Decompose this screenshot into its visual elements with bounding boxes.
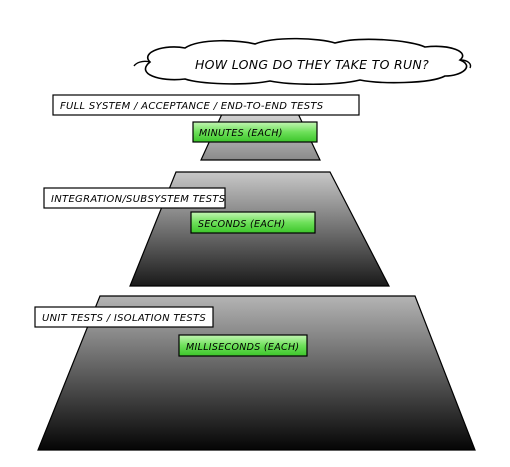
tier-name-box bbox=[34, 306, 214, 328]
tier-shape-bottom bbox=[37, 295, 476, 451]
duration-badge-box bbox=[192, 121, 318, 143]
duration-badge-box bbox=[178, 334, 308, 357]
pyramid bbox=[37, 102, 476, 451]
tier-name-box bbox=[52, 94, 360, 116]
duration-badge-middle: SECONDS (EACH) bbox=[198, 219, 286, 230]
duration-badge-top: MINUTES (EACH) bbox=[199, 128, 283, 139]
tier-label-group-middle: INTEGRATION/SUBSYSTEM TESTS SECONDS (EAC… bbox=[43, 187, 316, 234]
cloud-tail-left bbox=[133, 60, 151, 67]
duration-badge-box bbox=[190, 211, 316, 234]
tier-label-group-bottom: UNIT TESTS / ISOLATION TESTS MILLISECOND… bbox=[34, 306, 308, 357]
duration-badge-bottom: MILLISECONDS (EACH) bbox=[186, 342, 299, 353]
question-cloud: HOW LONG DO THEY TAKE TO RUN? bbox=[133, 37, 472, 86]
cloud-tail-right bbox=[459, 59, 472, 69]
question-text: HOW LONG DO THEY TAKE TO RUN? bbox=[195, 57, 429, 72]
tier-name-middle: INTEGRATION/SUBSYSTEM TESTS bbox=[51, 194, 226, 205]
tier-name-bottom: UNIT TESTS / ISOLATION TESTS bbox=[42, 313, 206, 324]
tier-name-box bbox=[43, 187, 226, 209]
tier-name-top: FULL SYSTEM / ACCEPTANCE / END-TO-END TE… bbox=[60, 101, 324, 112]
tier-label-group-top: FULL SYSTEM / ACCEPTANCE / END-TO-END TE… bbox=[52, 94, 360, 143]
